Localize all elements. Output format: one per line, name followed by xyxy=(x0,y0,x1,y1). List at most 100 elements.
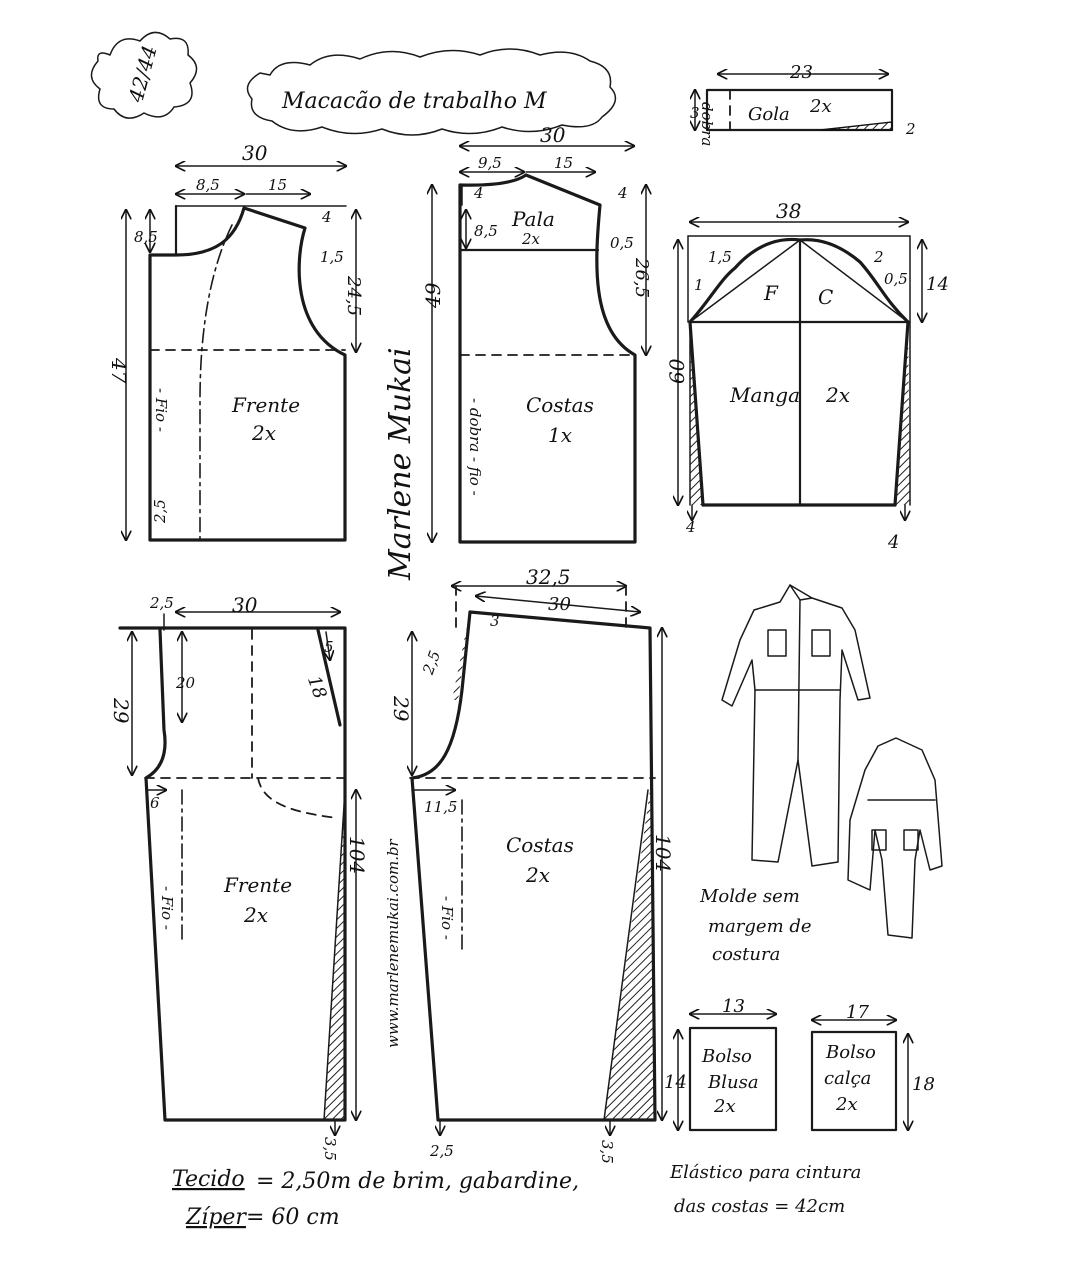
back-pants-piece: 32,5 30 3 2,5 29 11,5 - Fio - Costas 2x … xyxy=(389,565,675,1164)
back-pants-hem-left: 2,5 xyxy=(429,1142,454,1160)
collar-qty: 2x xyxy=(809,96,832,117)
sleeve-cap-right2: 0,5 xyxy=(884,270,908,288)
back-pants-width: 30 xyxy=(548,594,571,615)
zipper-label: Zíper xyxy=(185,1205,247,1230)
fabric-note: Tecido = 2,50m de brim, gabardine, xyxy=(172,1167,579,1194)
collar-height: 3 xyxy=(690,104,700,122)
front-bodice-grain: - Fio - xyxy=(152,388,170,432)
size-badge: 42/44 xyxy=(90,31,198,119)
back-pants-length: 104 xyxy=(651,834,675,872)
front-bodice-width: 30 xyxy=(242,141,268,165)
front-pants-piece: 2,5 30 20 29 5 18 6 - Fio - Frente 2x 10… xyxy=(109,593,369,1161)
back-bodice-name: Costas xyxy=(526,393,594,417)
back-bodice-yoke-qty: 2x xyxy=(521,230,541,248)
front-bodice-shoulder-drop: 4 xyxy=(321,208,332,226)
pocket-pants-qty: 2x xyxy=(835,1094,858,1115)
front-pants-width: 30 xyxy=(232,593,258,617)
front-bodice-name: Frente xyxy=(231,393,300,417)
front-pants-qty: 2x xyxy=(243,903,268,927)
back-pants-grain: - Fio - xyxy=(438,896,456,940)
back-bodice-drop-b: 4 xyxy=(617,184,628,202)
front-bodice-neck-width: 8,5 xyxy=(196,176,220,194)
pocket-pants-height: 18 xyxy=(912,1074,935,1095)
back-pants-crotch-ext: 11,5 xyxy=(424,798,457,816)
back-bodice-fold: - dobra - fio - xyxy=(466,398,484,496)
website: www.marlenemukai.com.br xyxy=(384,838,402,1048)
note-line1: Molde sem xyxy=(699,886,800,907)
back-pants-name: Costas xyxy=(506,833,574,857)
note-line3: costura xyxy=(712,944,780,965)
pocket-pants-line1: Bolso xyxy=(825,1042,876,1063)
sleeve-height: 60 xyxy=(665,358,689,384)
front-bodice-bottom: 2,5 xyxy=(151,499,169,524)
front-bodice-qty: 2x xyxy=(251,421,276,445)
back-bodice-armhole-out: 0,5 xyxy=(610,234,634,252)
zipper-note: Zíper = 60 cm xyxy=(185,1205,340,1230)
collar-piece: 23 dobra 3 Gola 2x 2 xyxy=(690,62,916,146)
sleeve-qty: 2x xyxy=(825,383,850,407)
sleeve-front: F xyxy=(763,281,779,305)
back-bodice-drop-a: 4 xyxy=(473,184,484,202)
sleeve-bottom-left: 4 xyxy=(685,518,696,536)
coverall-illustration xyxy=(721,584,943,939)
pocket-blouse-width: 13 xyxy=(722,996,745,1017)
front-bodice-armhole-out: 1,5 xyxy=(320,248,344,266)
back-bodice-width: 30 xyxy=(540,123,566,147)
back-pants-hem-right: 3,5 xyxy=(598,1140,616,1164)
sleeve-cap-left: 1,5 xyxy=(708,248,732,266)
front-pants-fly: 20 xyxy=(175,674,196,692)
elastic-line1: Elástico para cintura xyxy=(669,1162,861,1183)
front-bodice-armhole-depth: 24,5 xyxy=(343,275,364,316)
back-bodice-shoulder: 15 xyxy=(554,154,573,172)
front-pants-crotch-depth: 29 xyxy=(109,697,133,724)
front-pants-pocket-slant: 18 xyxy=(303,673,331,702)
front-pants-name: Frente xyxy=(223,873,292,897)
collar-fold: dobra xyxy=(698,102,716,146)
elastic-line2: das costas = 42cm xyxy=(674,1196,845,1217)
pocket-blouse-piece: 13 14 Bolso Blusa 2x xyxy=(664,996,778,1132)
pocket-pants-piece: 17 18 Bolso calça 2x xyxy=(810,1002,935,1132)
signature: Marlene Mukai xyxy=(383,347,418,581)
back-pants-qty: 2x xyxy=(525,863,550,887)
sleeve-cap-height: 14 xyxy=(926,274,949,295)
sleeve-cap-left2: 1 xyxy=(694,276,704,294)
front-pants-dart-top: 5 xyxy=(324,638,334,656)
back-pants-rise: 3 xyxy=(490,612,500,630)
fabric-text: = 2,50m de brim, gabardine, xyxy=(256,1169,579,1194)
front-bodice-height: 47 xyxy=(107,357,131,384)
sleeve-back: C xyxy=(818,285,833,309)
sleeve-name: Manga xyxy=(729,383,800,407)
pocket-pants-width: 17 xyxy=(846,1002,869,1023)
back-bodice-qty: 1x xyxy=(548,423,572,447)
back-pants-crotch-depth: 29 xyxy=(389,695,413,722)
elastic-note: Elástico para cintura das costas = 42cm xyxy=(669,1162,861,1217)
back-bodice-piece: 30 9,5 15 4 4 8,5 Pala 2x 0,5 26,5 49 - … xyxy=(421,123,652,544)
pocket-blouse-qty: 2x xyxy=(713,1096,736,1117)
sleeve-piece: 38 1,5 1 2 0,5 14 F C 60 Manga 2x 4 4 xyxy=(665,199,949,553)
front-pants-top-ext: 2,5 xyxy=(149,594,174,612)
collar-width: 23 xyxy=(789,62,813,83)
front-pants-crotch-ext: 6 xyxy=(150,794,160,812)
note-line2: margem de xyxy=(708,916,812,937)
size-badge-text: 42/44 xyxy=(123,43,161,106)
pocket-blouse-line1: Bolso xyxy=(701,1046,752,1067)
collar-name: Gola xyxy=(748,104,790,125)
sleeve-cap-right: 2 xyxy=(873,248,884,266)
front-pants-hem: 3,5 xyxy=(321,1137,339,1161)
sleeve-width: 38 xyxy=(776,199,801,223)
front-bodice-neck-depth: 8,5 xyxy=(134,228,158,246)
back-bodice-yoke-depth: 8,5 xyxy=(474,222,498,240)
collar-extra: 2 xyxy=(905,120,916,138)
fabric-label: Tecido xyxy=(172,1167,245,1192)
front-bodice-shoulder: 15 xyxy=(268,176,287,194)
back-bodice-neck-width: 9,5 xyxy=(478,154,502,172)
page-title: Macacão de trabalho M xyxy=(281,89,547,114)
front-pants-length: 104 xyxy=(345,836,369,874)
back-bodice-armhole-depth: 26,5 xyxy=(631,257,652,298)
pocket-blouse-height: 14 xyxy=(664,1072,687,1093)
sleeve-bottom-right: 4 xyxy=(887,532,899,553)
back-bodice-height: 49 xyxy=(421,282,445,309)
zipper-text: = 60 cm xyxy=(246,1205,340,1230)
front-pants-grain: - Fio - xyxy=(158,886,176,930)
